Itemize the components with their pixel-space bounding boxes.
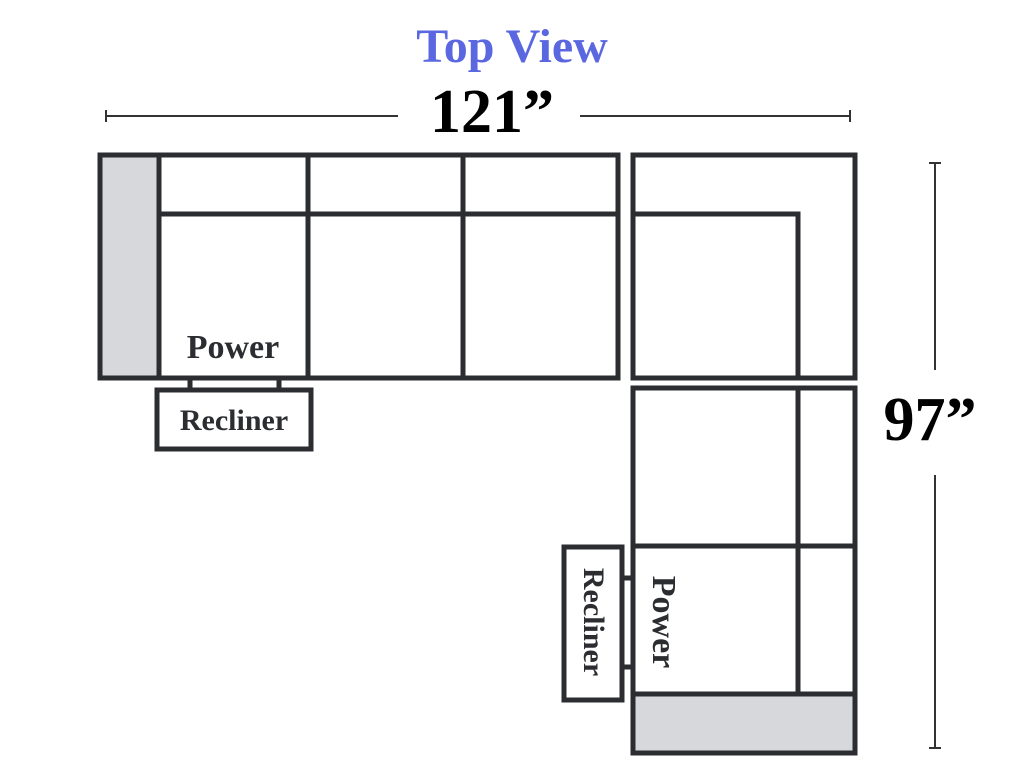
depth-label: 97” xyxy=(884,386,977,454)
right-sofa-section: Power xyxy=(630,385,858,756)
left-power-label: Power xyxy=(187,329,280,366)
diagram-title: Top View xyxy=(416,20,608,73)
right-recliner: Recliner xyxy=(561,544,633,703)
left-sofa-section: Power xyxy=(97,152,621,381)
width-dimension: 121” xyxy=(105,78,851,146)
left-recliner: Recliner xyxy=(154,378,314,452)
left-recliner-label: Recliner xyxy=(180,404,288,437)
right-power-label: Power xyxy=(645,576,682,669)
corner-section xyxy=(630,152,858,381)
width-label: 121” xyxy=(430,78,554,146)
depth-dimension: 97” xyxy=(884,162,977,749)
right-recliner-label: Recliner xyxy=(577,568,610,676)
